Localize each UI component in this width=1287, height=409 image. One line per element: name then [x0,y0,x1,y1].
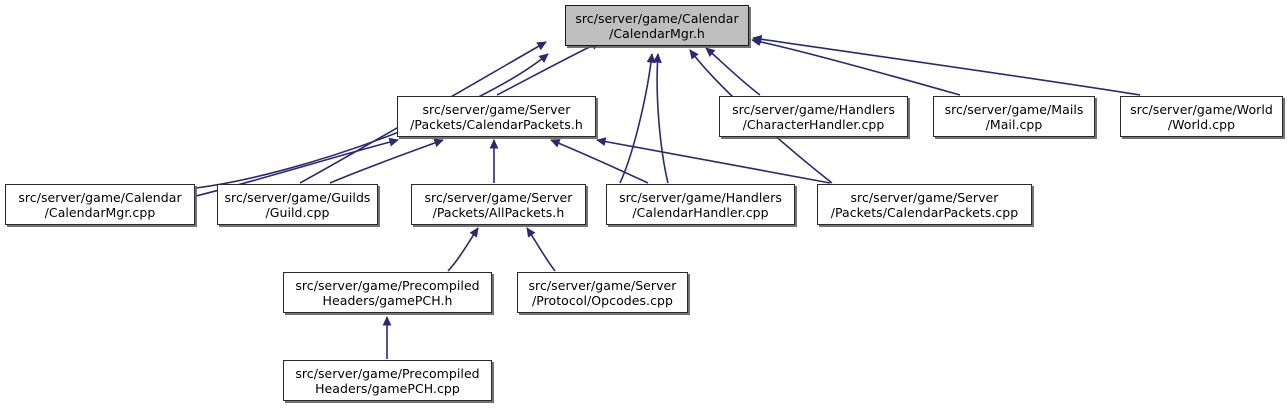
graph-node-label: src/server/game/Handlers /CharacterHandl… [732,101,895,132]
graph-edge [550,139,649,184]
graph-node-label: src/server/game/Calendar /CalendarMgr.h [575,10,739,41]
graph-edge [526,227,556,272]
graph-edge [447,227,479,272]
graph-node-label: src/server/game/Server /Packets/AllPacke… [424,189,573,220]
graph-node-label: src/server/game/Server /Packets/Calendar… [410,101,583,132]
graph-node-label: src/server/game/Guilds /Guild.cpp [224,189,371,220]
graph-node-gamepch-cpp[interactable]: src/server/game/Precompiled Headers/game… [283,360,492,401]
graph-edge [496,41,601,96]
graph-edge [329,138,444,184]
graph-node-label: src/server/game/Calendar /CalendarMgr.cp… [18,189,182,220]
graph-node-calendarhandler-cpp[interactable]: src/server/game/Handlers /CalendarHandle… [606,184,795,225]
graph-edge [752,34,1141,96]
graph-node-characterhandler-cpp[interactable]: src/server/game/Handlers /CharacterHandl… [719,96,908,137]
graph-node-label: src/server/game/Precompiled Headers/game… [295,277,480,308]
graph-node-label: src/server/game/Mails /Mail.cpp [944,101,1084,132]
graph-node-gamepch-h[interactable]: src/server/game/Precompiled Headers/game… [283,272,492,313]
graph-node-world-cpp[interactable]: src/server/game/World /World.cpp [1120,96,1283,137]
graph-node-label: src/server/game/Handlers /CalendarHandle… [619,189,782,220]
graph-node-label: src/server/game/Server /Protocol/Opcodes… [528,277,677,308]
graph-edge [195,53,549,189]
graph-node-allpackets-h[interactable]: src/server/game/Server /Packets/AllPacke… [411,184,586,225]
graph-node-label: src/server/game/Server /Packets/Calendar… [830,189,1019,220]
graph-node-calendarpackets-cpp[interactable]: src/server/game/Server /Packets/Calendar… [817,184,1032,225]
graph-node-mail-cpp[interactable]: src/server/game/Mails /Mail.cpp [933,96,1095,137]
graph-node-calendarmgr-cpp[interactable]: src/server/game/Calendar /CalendarMgr.cp… [5,184,195,225]
graph-edge [652,53,669,184]
graph-node-label: src/server/game/Precompiled Headers/game… [295,365,480,396]
graph-edge [751,37,961,96]
graph-edge [596,137,831,184]
graph-node-guild-cpp[interactable]: src/server/game/Guilds /Guild.cpp [217,184,378,225]
graph-node-opcodes-cpp[interactable]: src/server/game/Server /Protocol/Opcodes… [517,272,688,313]
graph-edge [619,53,656,184]
graph-node-calendarpackets-h[interactable]: src/server/game/Server /Packets/Calendar… [397,96,596,137]
graph-node-calendarmgr-h[interactable]: src/server/game/Calendar /CalendarMgr.h [565,5,749,46]
graph-edge [705,47,761,96]
graph-node-label: src/server/game/World /World.cpp [1130,101,1273,132]
